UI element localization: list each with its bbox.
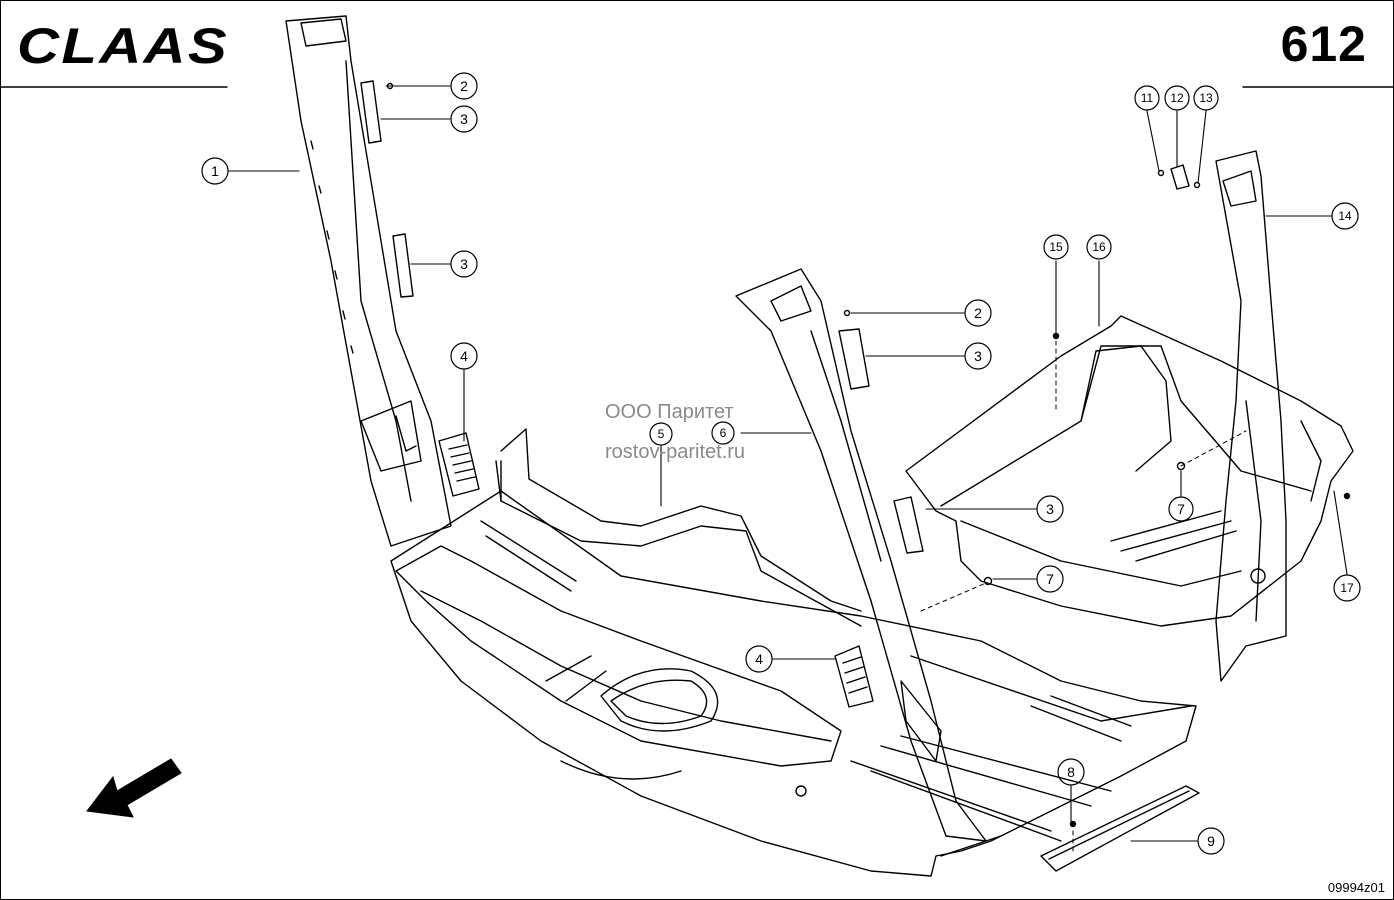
callout-label-7: 7 [1177, 501, 1185, 517]
floor-panel [390, 490, 1197, 877]
callout-circles [201, 72, 1361, 855]
callout-label-6: 6 [720, 426, 727, 440]
screw-13 [1193, 181, 1201, 189]
callout-label-1: 1 [211, 163, 219, 179]
callout-label-12: 12 [1170, 91, 1184, 105]
storage-tub [905, 315, 1354, 627]
callout-label-2: 2 [974, 305, 982, 321]
callout-label-16: 16 [1092, 240, 1106, 254]
direction-arrow-icon [86, 758, 182, 818]
callout-label-3: 3 [1046, 501, 1054, 517]
clip-part [1170, 164, 1190, 190]
callout-label-13: 13 [1199, 91, 1213, 105]
center-pillar [735, 268, 987, 842]
left-pillar [285, 15, 452, 547]
callout-label-3: 3 [460, 256, 468, 272]
right-pillar [1215, 150, 1287, 682]
callout-label-17: 17 [1340, 581, 1354, 595]
sill-strip [1040, 785, 1200, 872]
callout-label-15: 15 [1049, 240, 1063, 254]
callout-label-7: 7 [1046, 571, 1054, 587]
assembly-lines [920, 340, 1247, 852]
center-vent-grille [834, 645, 874, 708]
callout-label-11: 11 [1141, 91, 1154, 105]
callout-label-9: 9 [1207, 833, 1215, 849]
left-trim-upper [360, 80, 382, 144]
left-trim-middle [392, 233, 414, 298]
page-number: 612 [1280, 16, 1367, 72]
watermark-company: ООО Паритет [605, 401, 734, 423]
callout-label-5: 5 [658, 427, 665, 441]
left-vent-grille [438, 432, 480, 497]
leader-lines [228, 85, 1348, 842]
callout-label-14: 14 [1338, 209, 1352, 223]
callout-label-3: 3 [974, 348, 982, 364]
callout-label-8: 8 [1067, 764, 1075, 780]
brand-logo-text: CLAAS [17, 18, 229, 74]
center-trim-lower [893, 496, 924, 554]
center-trim-upper [838, 328, 870, 390]
callout-label-4: 4 [460, 348, 468, 364]
screw-11 [1157, 169, 1165, 177]
callout-label-4: 4 [755, 651, 763, 667]
rear-wall-panel [495, 428, 862, 627]
callout-label-3: 3 [460, 111, 468, 127]
claas-logo: CLAAS [17, 18, 229, 74]
drawing-id: 09994z01 [1327, 880, 1385, 895]
watermark-url: rostov-paritet.ru [605, 441, 746, 463]
callout-label-2: 2 [460, 78, 468, 94]
